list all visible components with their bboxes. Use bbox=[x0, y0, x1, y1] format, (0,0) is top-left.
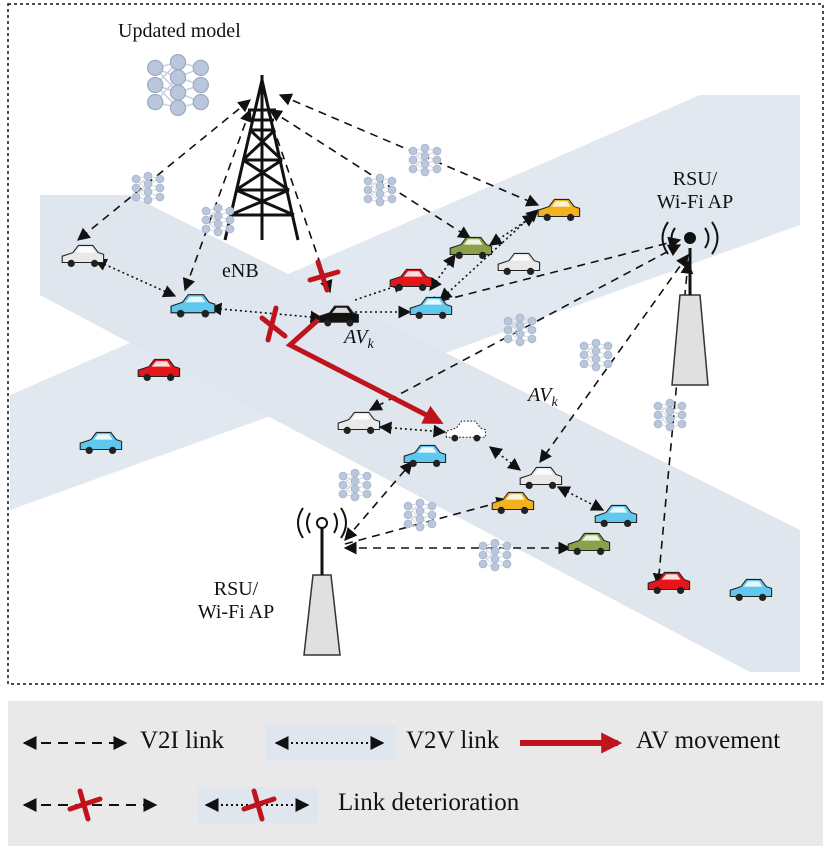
model-icon-7 bbox=[653, 398, 687, 432]
model-icon-5 bbox=[503, 313, 537, 347]
model-icon-9 bbox=[403, 498, 437, 532]
legend-v2i-label: V2I link bbox=[140, 727, 225, 754]
model-icon-8 bbox=[338, 468, 372, 502]
model-icon-3 bbox=[408, 143, 442, 177]
label-updated-model: Updated model bbox=[118, 20, 241, 42]
av-movement-arrow bbox=[285, 318, 444, 425]
link-deterioration-cross-2 bbox=[259, 305, 288, 343]
label-rsu-right-line2: Wi-Fi AP bbox=[656, 191, 734, 213]
label-rsu-right-line1: RSU/ bbox=[672, 168, 718, 190]
label-rsu-left: RSU/ Wi-Fi AP bbox=[186, 578, 286, 624]
rsu-right bbox=[661, 221, 719, 386]
label-av-1-base: AV bbox=[344, 326, 368, 348]
model-icon-10 bbox=[478, 538, 512, 572]
link-deterioration-cross-1 bbox=[307, 259, 341, 293]
label-av-2-base: AV bbox=[528, 384, 552, 406]
model-icon-updated bbox=[146, 53, 210, 117]
enb-tower bbox=[223, 75, 300, 241]
label-av-1: AVk bbox=[344, 326, 374, 353]
legend-symbols bbox=[22, 725, 623, 823]
legend-av-movement-label: AV movement bbox=[636, 727, 781, 754]
label-rsu-right: RSU/ Wi-Fi AP bbox=[650, 168, 740, 214]
label-av-2-sub: k bbox=[551, 395, 558, 410]
network-diagram bbox=[7, 3, 824, 685]
model-icon-1 bbox=[131, 171, 165, 205]
rsu-left bbox=[297, 507, 347, 656]
model-icon-4 bbox=[363, 173, 397, 207]
model-icon-2 bbox=[201, 203, 235, 237]
scene-border bbox=[7, 3, 824, 685]
label-av-1-sub: k bbox=[367, 337, 374, 352]
legend-link-deterioration-label: Link deterioration bbox=[338, 789, 520, 816]
label-av-2: AVk bbox=[528, 384, 558, 411]
label-enb: eNB bbox=[222, 260, 259, 282]
model-icon-6 bbox=[579, 338, 613, 372]
legend: V2I link V2V link AV movement Link deter… bbox=[8, 701, 823, 846]
label-rsu-left-line2: Wi-Fi AP bbox=[197, 601, 275, 623]
label-rsu-left-line1: RSU/ bbox=[213, 578, 259, 600]
legend-v2v-label: V2V link bbox=[406, 727, 500, 754]
